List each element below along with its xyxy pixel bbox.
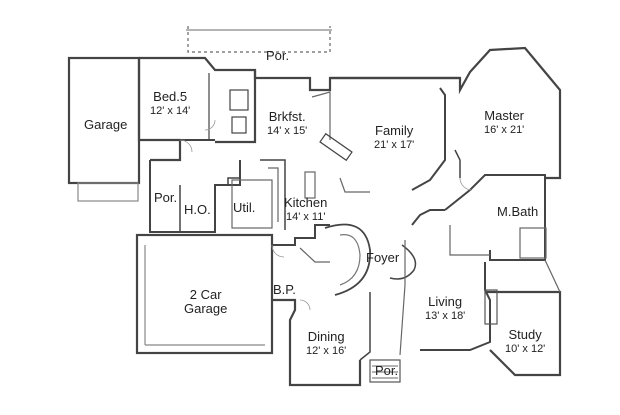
room-label-mbath: M.Bath xyxy=(497,205,538,219)
room-name: H.O. xyxy=(184,202,211,217)
room-name: Foyer xyxy=(366,250,400,265)
main-outer-walls-upper xyxy=(253,46,562,180)
room-name: Garage xyxy=(84,117,128,132)
room-dimensions: 12' x 14' xyxy=(150,105,191,117)
room-label-bp: B.P. xyxy=(273,283,296,297)
room-dimensions: 16' x 21' xyxy=(484,124,525,136)
two-car-garage-walls xyxy=(135,233,274,355)
kitchen-island xyxy=(319,132,353,162)
room-name: 2 Car xyxy=(189,287,222,302)
room-name-line2: Garage xyxy=(184,301,228,316)
room-label-study: Study 10' x 12' xyxy=(505,328,545,356)
room-dimensions: 13' x 18' xyxy=(425,310,466,322)
room-name: Dining xyxy=(307,329,345,344)
room-name: Master xyxy=(484,108,525,123)
room-name: M.Bath xyxy=(497,204,539,219)
room-label-family: Family 21' x 17' xyxy=(374,124,414,152)
room-label-foyer: Foyer xyxy=(366,251,399,265)
bottom-porch-outline xyxy=(369,359,401,383)
room-name: Bed.5 xyxy=(153,89,188,104)
room-dimensions: 14' x 11' xyxy=(285,211,326,223)
room-name: Living xyxy=(428,294,463,309)
room-dimensions: 10' x 12' xyxy=(505,343,546,355)
room-name: Kitchen xyxy=(284,195,328,210)
room-label-brkfst: Brkfst. 14' x 15' xyxy=(267,110,307,138)
room-label-util: Util. xyxy=(233,201,255,215)
room-label-dining: Dining 12' x 16' xyxy=(306,330,346,358)
room-label-bed5: Bed.5 12' x 14' xyxy=(150,90,190,118)
room-label-ho: H.O. xyxy=(184,203,211,217)
room-label-master: Master 16' x 21' xyxy=(484,109,524,137)
room-label-2-car-garage: 2 Car Garage xyxy=(184,288,227,316)
room-name: Por. xyxy=(266,48,290,63)
room-name: Por. xyxy=(154,190,178,205)
room-name: Util. xyxy=(233,200,256,215)
room-label-por-top: Por. xyxy=(266,49,289,63)
room-name: B.P. xyxy=(273,282,296,297)
living-walls xyxy=(420,262,491,351)
room-dimensions: 14' x 15' xyxy=(267,125,308,137)
foyer-curved-stair xyxy=(324,223,371,296)
room-name: Family xyxy=(375,123,414,138)
top-porch-outline xyxy=(187,26,331,53)
room-label-living: Living 13' x 18' xyxy=(425,295,465,323)
room-label-garage: Garage xyxy=(84,118,127,132)
room-name: Por. xyxy=(375,363,399,378)
room-dimensions: 21' x 17' xyxy=(374,139,415,151)
room-name: Brkfst. xyxy=(268,109,306,124)
room-name: Study xyxy=(508,327,542,342)
room-label-por-bottom: Por. xyxy=(375,364,398,378)
room-label-kitchen: Kitchen 14' x 11' xyxy=(284,196,327,224)
room-dimensions: 12' x 16' xyxy=(306,345,347,357)
room-label-por-left: Por. xyxy=(154,191,177,205)
